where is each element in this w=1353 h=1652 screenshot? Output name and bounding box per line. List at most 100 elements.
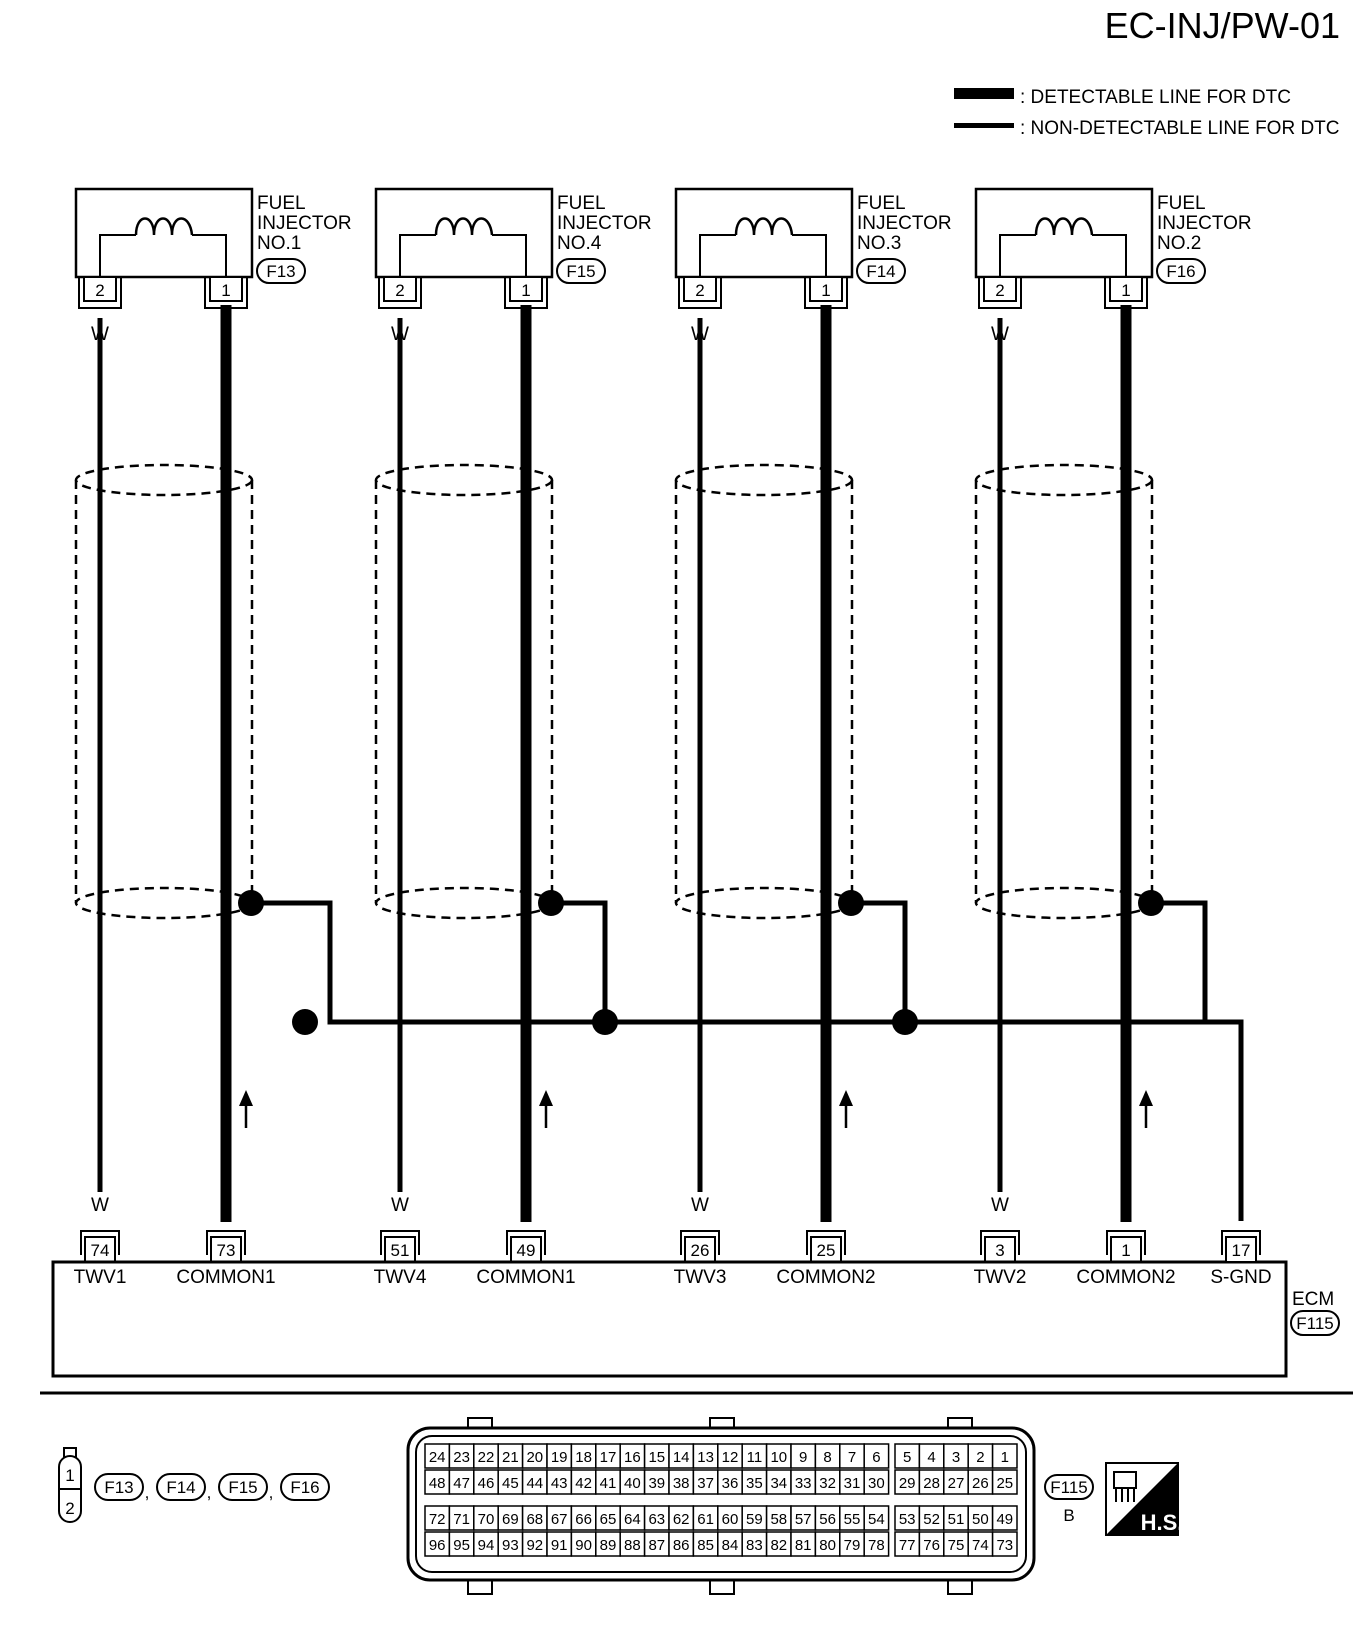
ecm-terminal-number: 57 [795,1511,812,1528]
ecm-terminal-number: 4 [927,1449,935,1466]
ecm-terminal-number: 61 [697,1511,714,1528]
injector-name-line: FUEL [857,193,906,214]
ecm-terminal-number: 90 [575,1537,592,1554]
ecm-terminal-cell [497,1505,524,1531]
injector-connector-ref-text: F14 [866,262,895,281]
ecm-terminal-number: 74 [972,1537,989,1554]
injector-body [374,187,554,279]
ecm-terminal-number: 91 [551,1537,568,1554]
ecm-terminal-cell [668,1531,695,1557]
ecm-terminal-number: 32 [819,1475,836,1492]
shield-junction-dot [1138,890,1164,916]
ecm-terminal-number: 58 [770,1511,787,1528]
ecm-terminal-number: 59 [746,1511,763,1528]
ecm-terminal-number: 28 [923,1475,940,1492]
ecm-terminal-cell [765,1505,792,1531]
coil-icon [134,217,194,236]
ecm-terminal-cell [424,1469,451,1495]
injector-view-ref: F16 [280,1473,330,1501]
ecm-terminal-number: 16 [624,1449,641,1466]
ecm-terminal-number: 55 [844,1511,861,1528]
ecm-pin-common-name: COMMON1 [176,1267,275,1288]
ecm-name: ECM [1292,1289,1334,1310]
ecm-terminal-number: 48 [429,1475,446,1492]
injector-view-ref-text: F15 [228,1478,257,1497]
ecm-terminal-number: 14 [673,1449,690,1466]
ecm-terminal-cell [692,1443,719,1469]
ref-separator: , [269,1483,274,1502]
ecm-pin-sgnd: 17 S-GND [1210,1230,1272,1288]
legend: : DETECTABLE LINE FOR DTC : NON-DETECTAB… [954,87,1340,139]
injector-name-line: FUEL [557,193,606,214]
injector-name-line: NO.2 [1157,233,1201,254]
ecm-pin-common-name: COMMON1 [476,1267,575,1288]
ecm-terminal-number: 75 [948,1537,965,1554]
ecm-terminal-number: 70 [478,1511,495,1528]
ecm-terminal-cell [643,1531,670,1557]
ecm-terminal-cell [473,1443,499,1469]
ecm-terminal-number: 33 [795,1475,812,1492]
ecm-pin-signal-number: 51 [391,1241,410,1260]
ecm-terminal-number: 41 [600,1475,617,1492]
ecm-terminal-cell [717,1469,743,1495]
hs-label: H.S. [1141,1510,1184,1535]
ecm-terminal-cell [546,1531,573,1557]
ecm-terminal-number: 8 [823,1449,831,1466]
legend-thick-label: : DETECTABLE LINE FOR DTC [1020,87,1291,108]
ecm-terminal-cell [991,1531,1018,1557]
injector-pin-left: 2 [378,276,422,309]
ecm-view-color: B [1063,1506,1074,1525]
ecm-terminal-cell [717,1443,743,1469]
ecm-terminal-number: 45 [502,1475,519,1492]
ecm-terminal-cell [991,1505,1018,1531]
injector-connector-ref: F16 [1156,258,1206,284]
ecm-terminal-number: 69 [502,1511,519,1528]
ecm-terminal-number: 87 [648,1537,665,1554]
ecm-terminal-cell [839,1443,865,1469]
ecm-terminal-cell [717,1531,743,1557]
ecm-terminal-number: 65 [600,1511,617,1528]
injector-pin-left-number: 2 [995,281,1004,300]
injector-view-ref-text: F13 [104,1478,133,1497]
ecm-terminal-cell [863,1443,890,1469]
ecm-terminal-cell [521,1443,548,1469]
ecm-terminal-cell [918,1469,945,1495]
ecm-terminal-number: 35 [746,1475,763,1492]
ecm-terminal-number: 68 [526,1511,543,1528]
ecm-terminal-cell [473,1469,499,1495]
ecm-terminal-number: 24 [429,1449,446,1466]
injector-body [674,187,854,279]
injector-pin-right-number: 1 [221,281,230,300]
ecm-pin-common-name: COMMON2 [1076,1267,1175,1288]
ecm-terminal-number: 79 [844,1537,861,1554]
injector-pin-left-number: 2 [95,281,104,300]
ecm-terminal-number: 82 [770,1537,787,1554]
coil-icon [1034,217,1094,236]
injector-name-line: INJECTOR [257,213,352,234]
ecm-terminal-number: 36 [722,1475,739,1492]
page-code: EC-INJ/PW-01 [1105,5,1340,46]
ecm-terminal-number: 66 [575,1511,592,1528]
wire-color-bottom-left: W [91,1195,109,1216]
ecm-terminal-number: 51 [948,1511,965,1528]
ecm-terminal-number: 25 [996,1475,1013,1492]
wire-color-bottom-right: B [220,1195,233,1216]
injector-connector-ref-text: F15 [566,262,595,281]
coil-leads [399,234,527,277]
ecm-terminal-number: 71 [453,1511,470,1528]
injector-view-ref: F13 [94,1473,144,1501]
ecm-terminal-number: 6 [872,1449,880,1466]
ecm-terminal-cell [814,1505,841,1531]
injector-connector-ref: F14 [856,258,906,284]
ecm-terminal-cell [668,1469,695,1495]
ecm-terminal-cell [863,1505,890,1531]
ref-separator: , [207,1483,212,1502]
ecm-terminal-number: 89 [600,1537,617,1554]
ecm-terminal-cell [918,1443,945,1469]
ecm-terminal-number: 49 [996,1511,1013,1528]
